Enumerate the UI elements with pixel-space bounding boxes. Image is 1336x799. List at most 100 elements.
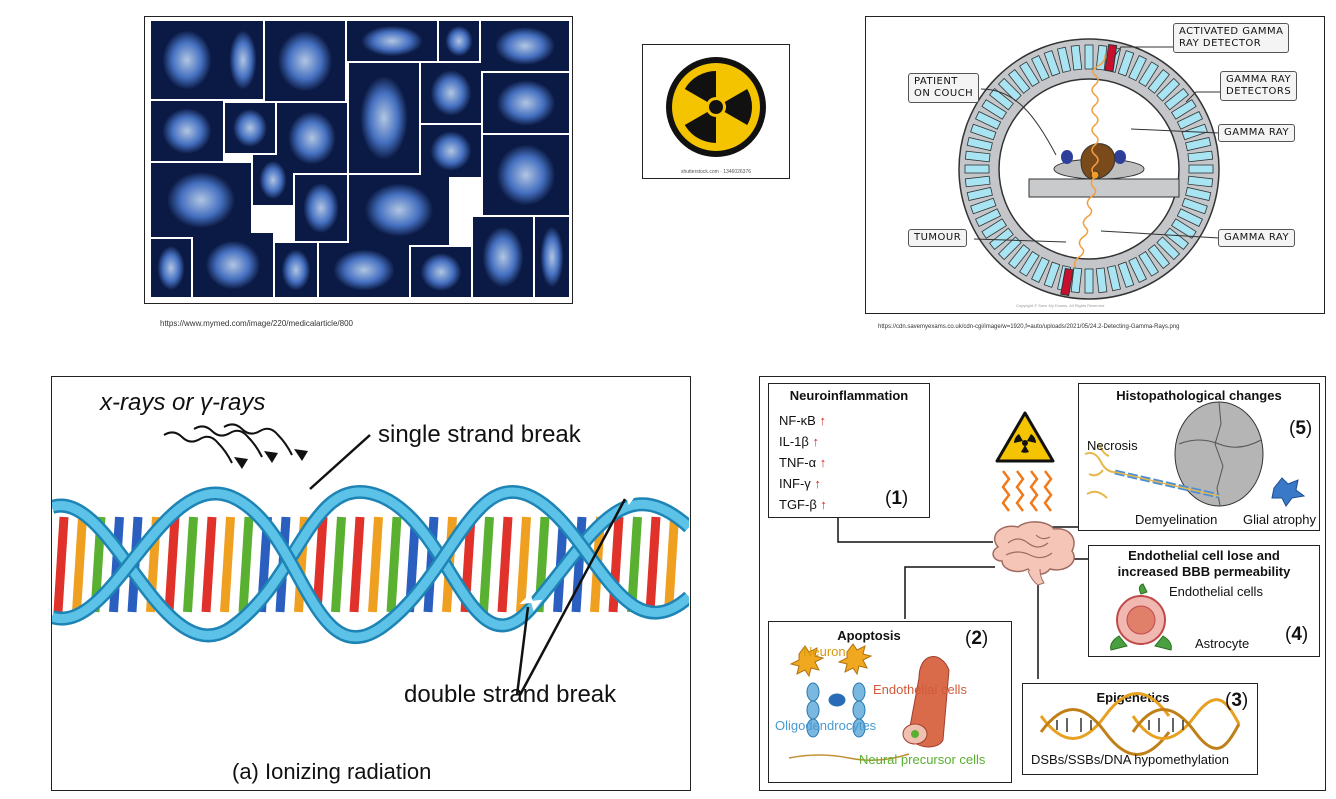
detector-slot [1147, 244, 1171, 270]
detector-slot [997, 236, 1022, 261]
cytokine-item: TGF-β ↑ [779, 494, 827, 515]
xray-image [319, 243, 409, 297]
detector-slot [1176, 111, 1203, 130]
glial-atrophy-label: Glial atrophy [1243, 512, 1316, 527]
up-arrow-icon: ↑ [808, 434, 820, 449]
label-patient-on-couch: PATIENT ON COUCH [908, 73, 980, 103]
detector-slot [1156, 77, 1181, 102]
xray-image [265, 21, 345, 101]
cytokine-label: TGF-β [779, 497, 817, 512]
dna-base-pair [497, 516, 513, 613]
up-arrow-icon: ↑ [816, 497, 827, 512]
label-gamma-detectors: GAMMA RAY DETECTORS [1220, 71, 1298, 101]
dna-base-pair [331, 516, 346, 613]
demyelination-label: Demyelination [1135, 512, 1218, 527]
endothelial-cells-4-label: Endothelial cells [1169, 584, 1263, 599]
detector-slot [1095, 267, 1108, 294]
detector-slot [975, 111, 1002, 130]
apoptosis-number: (2) [965, 628, 989, 649]
label-tumour: TUMOUR [908, 229, 968, 247]
cytokine-item: INF-γ ↑ [779, 473, 827, 494]
gamma-caption: https://cdn.savemyexams.co.uk/cdn-cgi/im… [878, 324, 1180, 330]
xray-image [481, 21, 569, 71]
dna-base-pair [238, 516, 254, 613]
apoptosis-box: Apoptosis Neuron Oligodendrocytes Endoth… [768, 621, 1012, 783]
xray-image [193, 233, 273, 297]
xray-image [151, 21, 223, 99]
detector-slot [1185, 137, 1212, 152]
detector-slot [1057, 46, 1072, 73]
detector-slot [1156, 236, 1181, 261]
radiation-hazard-icon [666, 57, 766, 157]
detector-slot [1176, 208, 1203, 227]
dna-base-pair [72, 516, 87, 613]
gamma-copyright: Copyright © Save My Exams. All Rights Re… [1016, 303, 1105, 308]
xray-image [349, 63, 419, 173]
cytokine-label: INF-γ [779, 476, 811, 491]
detector-slot [1070, 267, 1083, 294]
detector-slot [1084, 268, 1094, 294]
detector-slot [1031, 55, 1050, 82]
dna-base-pair [516, 516, 531, 613]
double-strand-break-label: double strand break [404, 681, 617, 708]
cytokine-item: IL-1β ↑ [779, 431, 827, 452]
oligodendrocytes-label: Oligodendrocytes [775, 718, 877, 733]
cytokine-item: NF-κB ↑ [779, 410, 827, 431]
dna-base-pair [201, 516, 217, 613]
dna-base-pair [349, 516, 365, 613]
gamma-detector-panel: ACTIVATED GAMMA RAY DETECTOR GAMMA RAY D… [865, 16, 1325, 314]
cytokine-list: NF-κB ↑IL-1β ↑TNF-α ↑INF-γ ↑TGF-β ↑ [779, 410, 827, 515]
astrocyte-label: Astrocyte [1195, 636, 1250, 651]
detector-slot [1147, 68, 1171, 94]
radiation-sign-frame: shutterstock.com · 1346026376 [642, 44, 790, 179]
xray-image [421, 63, 481, 123]
neuron-label: Neuron [803, 644, 846, 659]
xray-image [473, 217, 533, 297]
detector-slot [1188, 164, 1214, 174]
up-arrow-icon: ↑ [815, 413, 826, 428]
label-gamma-ray-top: GAMMA RAY [1218, 124, 1296, 142]
dna-base-pair [183, 516, 198, 613]
detector-slot [981, 99, 1008, 120]
neuroinflammation-box: Neuroinflammation NF-κB ↑IL-1β ↑TNF-α ↑I… [768, 383, 930, 518]
xray-image [225, 103, 275, 153]
histopathology-box: Histopathological changes Necrosis Demye… [1078, 383, 1320, 531]
xray-image [151, 101, 223, 161]
dna-base-pair [164, 516, 180, 613]
single-strand-break-label: single strand break [378, 421, 581, 448]
xray-image [275, 243, 317, 297]
detector-slot [1043, 50, 1061, 77]
epigenetics-dna-icon [1039, 692, 1241, 756]
xray-image [151, 163, 251, 237]
detector-slot [970, 197, 997, 215]
epigenetics-description: DSBs/SSBs/DNA hypomethylation [1031, 752, 1229, 767]
dna-base-pair [386, 516, 402, 613]
xray-image [223, 21, 263, 99]
xray-collage [144, 16, 573, 304]
endothelial-number: (4) [1285, 624, 1309, 645]
xray-caption: https://www.mymed.com/image/220/medicala… [160, 319, 353, 328]
detector-slot [964, 164, 990, 174]
xray-image [253, 155, 293, 205]
detector-slot [1138, 61, 1159, 88]
brain-effects-panel: Neuroinflammation NF-κB ↑IL-1β ↑TNF-α ↑I… [759, 376, 1326, 791]
detector-slot [1181, 197, 1208, 215]
detector-slot [1031, 256, 1050, 283]
dna-rays-label: x-rays or γ-rays [100, 389, 266, 416]
dna-base-pair [645, 516, 661, 613]
detector-slot [1164, 87, 1190, 111]
detector-slot [964, 150, 991, 163]
detector-slot [1019, 250, 1040, 277]
detector-slot [1084, 44, 1094, 70]
detector-slot [1128, 55, 1147, 82]
dna-base-pair [368, 516, 383, 613]
detector-slot [966, 186, 993, 201]
detector-slot [1070, 44, 1083, 71]
cytokine-label: IL-1β [779, 434, 809, 449]
up-arrow-icon: ↑ [810, 476, 821, 491]
xray-image [411, 247, 471, 297]
cytokine-item: TNF-α ↑ [779, 452, 827, 473]
dna-damage-panel: x-rays or γ-rays single strand break dou… [51, 376, 691, 791]
detector-slot [1187, 175, 1214, 188]
detector-slot [964, 175, 991, 188]
